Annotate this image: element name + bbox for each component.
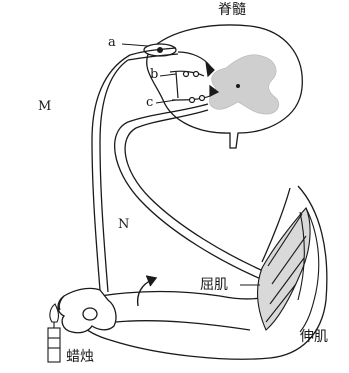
label-n: N [118, 218, 129, 231]
extensor-label: 伸肌 [300, 330, 328, 344]
dorsal-root-ganglion [128, 44, 178, 60]
spinal-cord-label: 脊髓 [218, 3, 246, 17]
label-a: a [108, 36, 116, 49]
label-b: b [150, 68, 158, 81]
interneurons [170, 52, 218, 103]
flexor-muscle [240, 208, 310, 330]
label-m: M [38, 100, 51, 113]
flexor-label: 屈肌 [200, 278, 228, 292]
nerve-m [92, 55, 130, 292]
nerve-n [115, 104, 270, 282]
grey-matter [210, 55, 279, 114]
candle [48, 304, 60, 362]
spinal-cord [147, 25, 303, 148]
candle-label: 蜡烛 [66, 350, 94, 364]
label-c: c [146, 96, 153, 109]
